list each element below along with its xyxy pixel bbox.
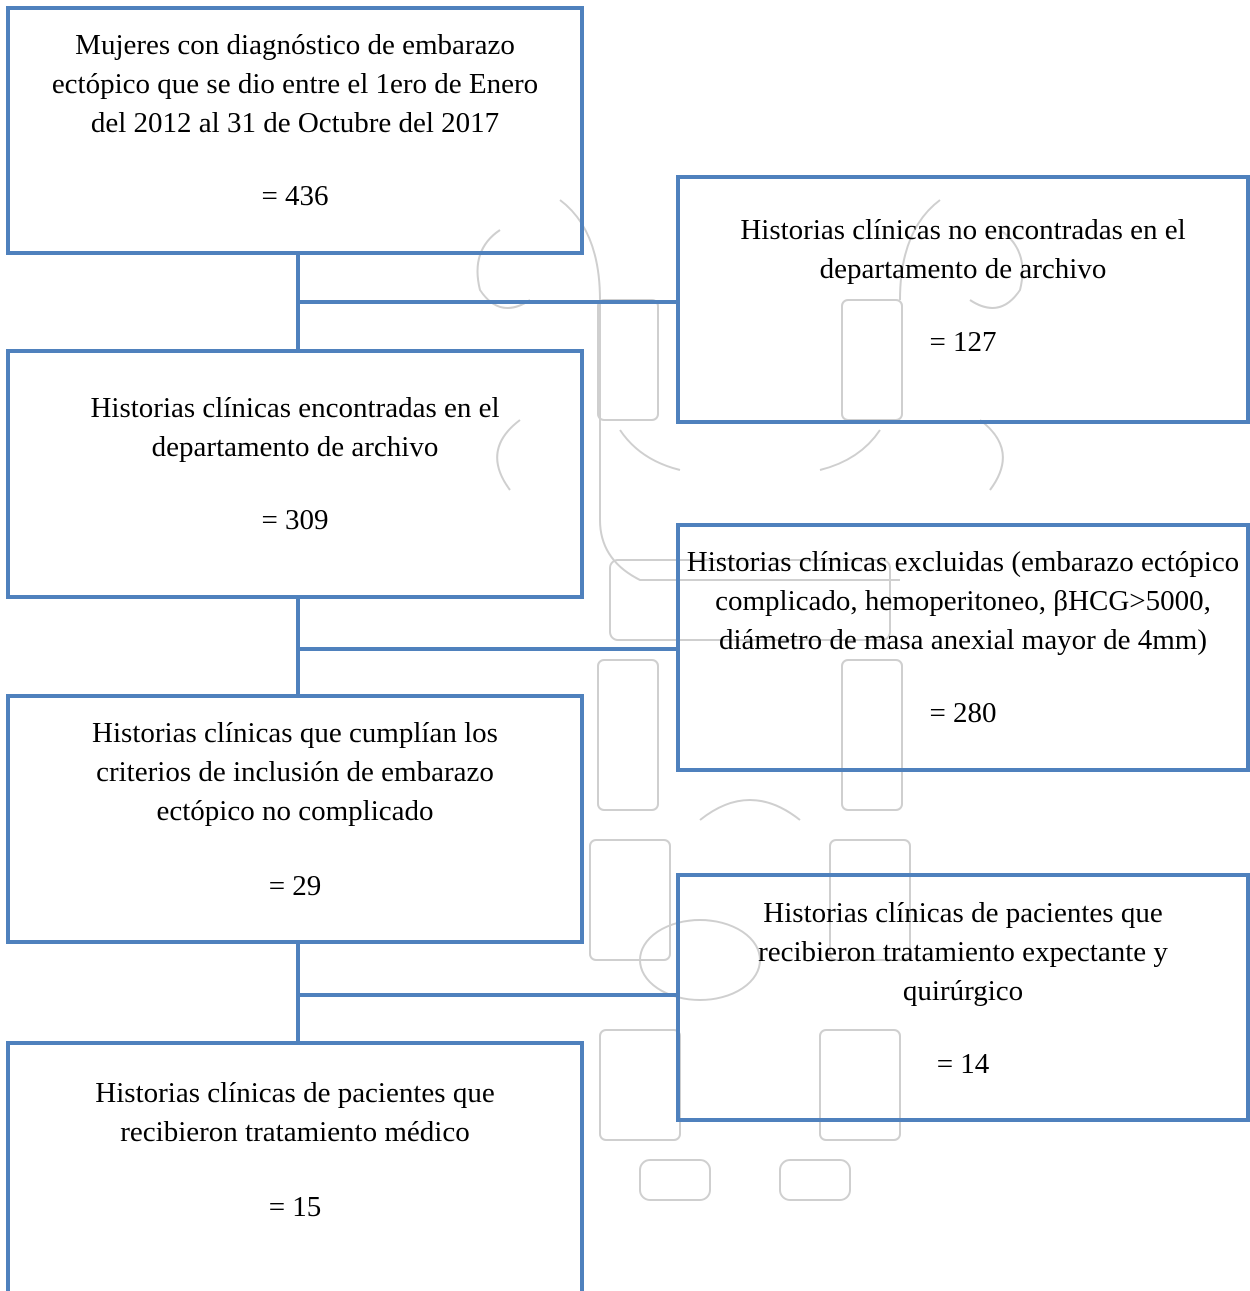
box-records-excluded: Historias clínicas excluidas (embarazo e… — [676, 523, 1250, 772]
box-medical-treatment-count: = 15 — [268, 1191, 322, 1223]
box-records-found-label: Historias clínicas encontradas en el dep… — [90, 392, 500, 463]
box-records-excluded-count: = 280 — [929, 697, 997, 729]
box-medical-treatment-label: Historias clínicas de pacientes que reci… — [95, 1077, 495, 1148]
box-expectant-surgical-count: = 14 — [936, 1048, 990, 1080]
box-records-excluded-label: Historias clínicas excluidas (embarazo e… — [686, 546, 1240, 656]
box-total-women-label: Mujeres con diagnóstico de embarazo ectó… — [51, 29, 539, 139]
box-expectant-surgical: Historias clínicas de pacientes que reci… — [676, 873, 1250, 1122]
box-records-included: Historias clínicas que cumplían los crit… — [6, 694, 584, 944]
box-total-women: Mujeres con diagnóstico de embarazo ectó… — [6, 6, 584, 255]
box-records-not-found-count: = 127 — [929, 326, 997, 358]
box-records-not-found-label: Historias clínicas no encontradas en el … — [740, 214, 1186, 285]
box-records-included-count: = 29 — [268, 870, 322, 902]
box-total-women-count: = 436 — [261, 180, 329, 212]
box-medical-treatment: Historias clínicas de pacientes que reci… — [6, 1041, 584, 1291]
box-records-not-found: Historias clínicas no encontradas en el … — [676, 175, 1250, 424]
box-expectant-surgical-label: Historias clínicas de pacientes que reci… — [758, 897, 1168, 1007]
box-records-found: Historias clínicas encontradas en el dep… — [6, 349, 584, 599]
box-records-found-count: = 309 — [261, 504, 329, 536]
box-records-included-label: Historias clínicas que cumplían los crit… — [92, 717, 498, 827]
